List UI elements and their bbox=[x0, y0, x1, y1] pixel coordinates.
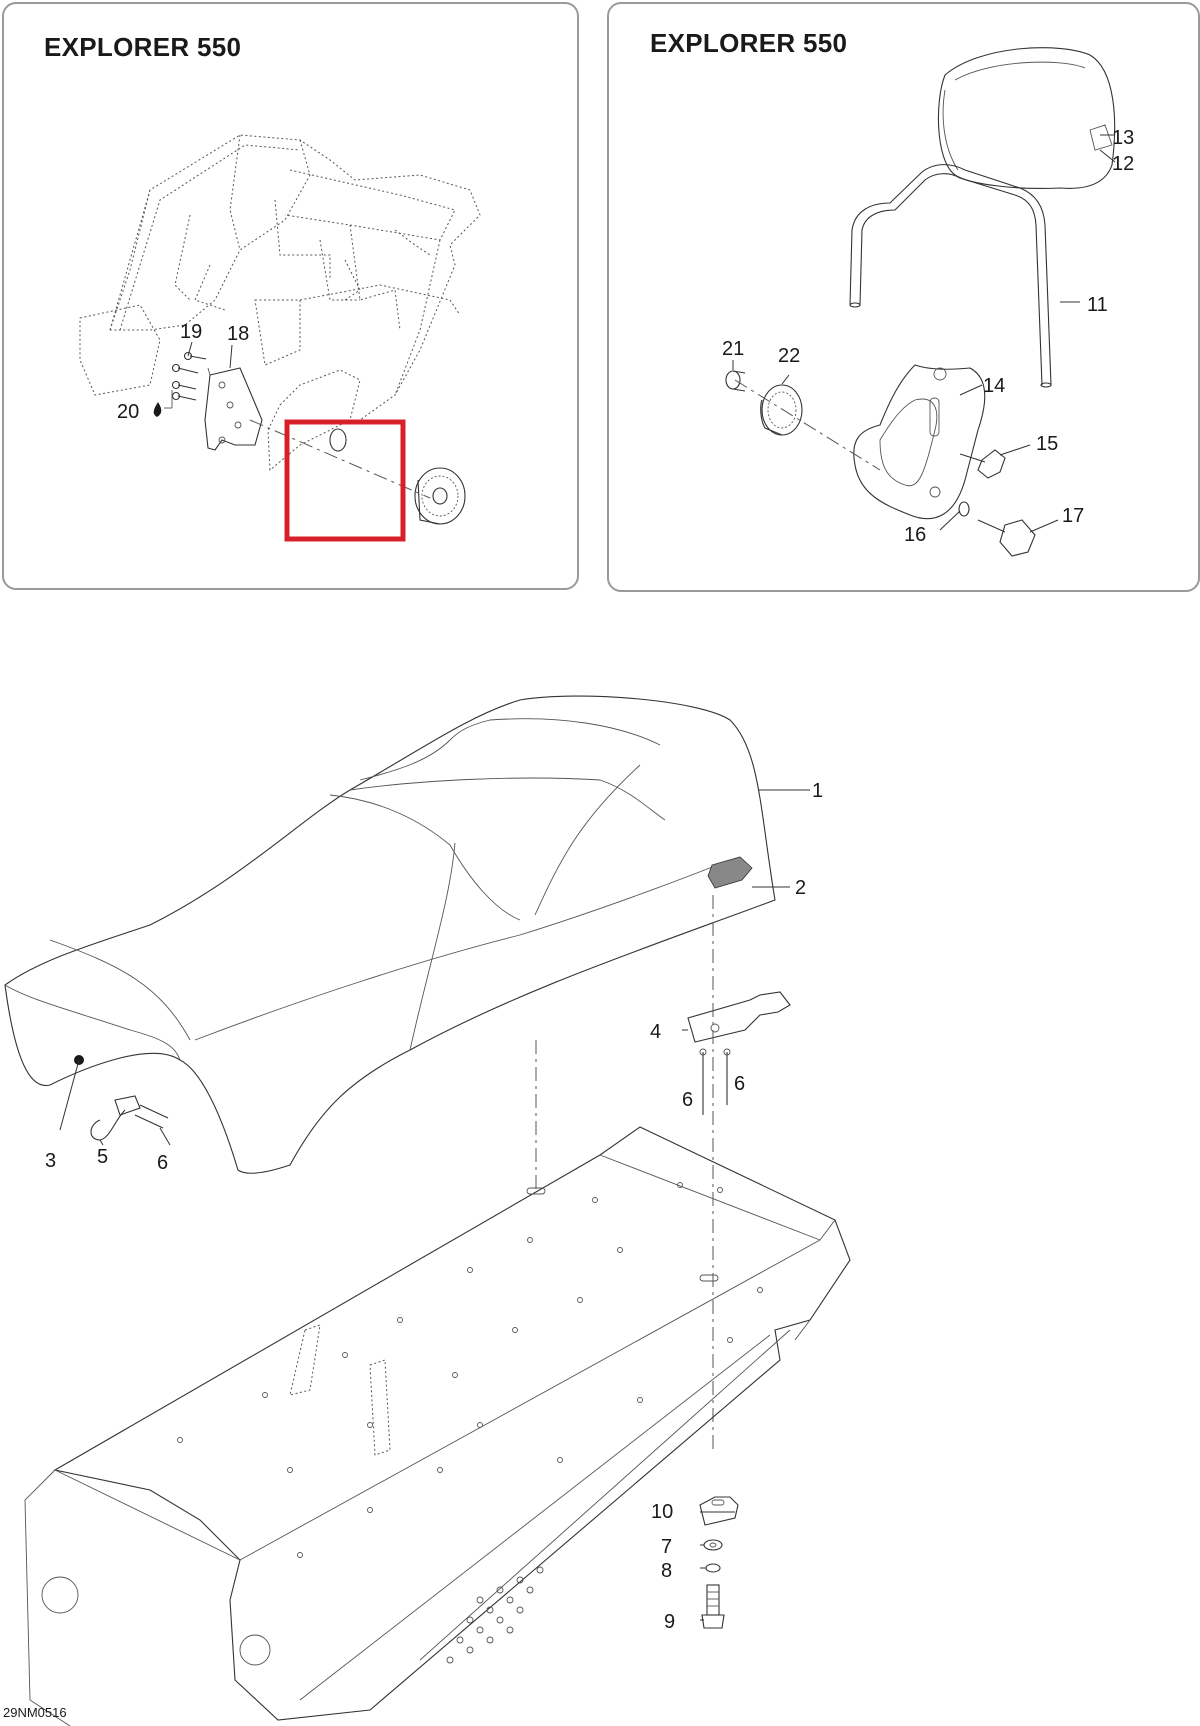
axis-line-right bbox=[734, 379, 881, 471]
highlight-box bbox=[284, 419, 406, 542]
strap-5 bbox=[90, 1095, 141, 1141]
callout-21: 21 bbox=[722, 338, 744, 360]
label-2 bbox=[707, 856, 753, 889]
footrest-holes bbox=[446, 1566, 544, 1664]
washer-7 bbox=[703, 1539, 723, 1551]
callout-8: 8 bbox=[661, 1560, 672, 1582]
rear-frame-dotted bbox=[79, 134, 481, 472]
tunnel bbox=[24, 1126, 851, 1726]
callout-22: 22 bbox=[778, 345, 800, 367]
callout-18: 18 bbox=[227, 323, 249, 345]
spacer-left bbox=[329, 428, 347, 452]
callout-2: 2 bbox=[795, 877, 806, 899]
callout-4: 4 bbox=[650, 1021, 661, 1043]
callout-20: 20 bbox=[117, 401, 139, 423]
callout-12: 12 bbox=[1112, 153, 1134, 175]
callout-10: 10 bbox=[651, 1501, 673, 1523]
callout-6-mid: 6 bbox=[682, 1089, 693, 1111]
screws-6-left bbox=[134, 1104, 169, 1129]
callout-15: 15 bbox=[1036, 433, 1058, 455]
callout-5: 5 bbox=[97, 1146, 108, 1168]
callout-6-left: 6 bbox=[157, 1152, 168, 1174]
callout-16: 16 bbox=[904, 524, 926, 546]
bracket-10 bbox=[699, 1496, 739, 1526]
bolt-9 bbox=[701, 1584, 725, 1629]
roller-wheel-left bbox=[414, 467, 466, 525]
side-bracket-14 bbox=[853, 364, 986, 520]
leader-lines bbox=[59, 134, 1116, 1621]
callout-9: 9 bbox=[664, 1611, 675, 1633]
knob-15 bbox=[959, 449, 1006, 479]
tunnel-holes bbox=[177, 1182, 763, 1558]
callout-1: 1 bbox=[812, 780, 823, 802]
spacer-21 bbox=[725, 370, 746, 392]
threadlocker-drop-icon bbox=[153, 390, 173, 417]
callout-17: 17 bbox=[1062, 505, 1084, 527]
lock-washer-8 bbox=[705, 1563, 721, 1573]
axis-line-left bbox=[249, 419, 431, 499]
explorer-550-left-panel: EXPLORER 550 bbox=[2, 2, 579, 590]
callout-14: 14 bbox=[983, 375, 1005, 397]
callout-7: 7 bbox=[661, 1536, 672, 1558]
roller-wheel-22 bbox=[760, 384, 803, 436]
explorer-550-right-panel: EXPLORER 550 bbox=[607, 2, 1200, 592]
panel-title-right: EXPLORER 550 bbox=[650, 28, 848, 58]
bracket-18 bbox=[204, 367, 263, 451]
backrest-tube-11 bbox=[849, 164, 1052, 388]
callout-13: 13 bbox=[1112, 127, 1134, 149]
callout-3: 3 bbox=[45, 1150, 56, 1172]
callout-11: 11 bbox=[1087, 294, 1108, 316]
screws-6-right bbox=[699, 1048, 731, 1115]
drawing-code: 29NM0516 bbox=[3, 1705, 67, 1720]
seat-1 bbox=[4, 695, 776, 1174]
washer-16 bbox=[958, 501, 970, 517]
callout-19: 19 bbox=[180, 321, 202, 343]
panel-title-left: EXPLORER 550 bbox=[44, 32, 242, 62]
knob-17 bbox=[977, 519, 1036, 557]
screw-19 bbox=[171, 351, 207, 401]
backrest-pad bbox=[937, 47, 1116, 189]
latch-4 bbox=[687, 991, 791, 1043]
callout-6-right: 6 bbox=[734, 1073, 745, 1095]
